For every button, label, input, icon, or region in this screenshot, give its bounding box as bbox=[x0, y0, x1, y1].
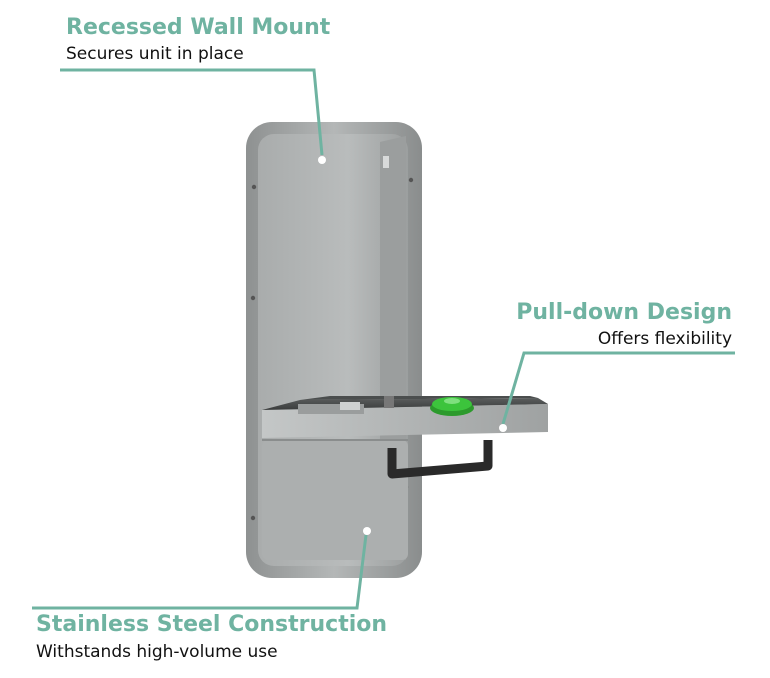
pulldown-leader-dot bbox=[499, 424, 507, 432]
callout-subtitle: Offers flexibility bbox=[597, 329, 732, 349]
callout-title: Pull-down Design bbox=[516, 300, 732, 325]
lower-door-panel bbox=[262, 439, 408, 560]
recessed-leader-dot bbox=[318, 156, 326, 164]
stainless-leader-line bbox=[32, 534, 368, 610]
callout-pull-down-design: Pull-down Design Offers flexibility bbox=[516, 302, 732, 348]
callout-title: Recessed Wall Mount bbox=[66, 15, 331, 40]
pull-down-tray bbox=[262, 396, 548, 479]
callout-recessed-wall-mount: Recessed Wall Mount Secures unit in plac… bbox=[66, 17, 330, 63]
callout-subtitle: Withstands high-volume use bbox=[36, 642, 278, 662]
pulldown-leader-line bbox=[501, 351, 735, 425]
callout-stainless-steel-construction: Stainless Steel Construction Withstands … bbox=[36, 614, 387, 661]
callout-subtitle: Secures unit in place bbox=[66, 44, 244, 64]
callout-lines bbox=[32, 68, 735, 610]
callout-title: Stainless Steel Construction bbox=[36, 612, 388, 637]
recessed-leader-line bbox=[60, 68, 324, 156]
stainless-leader-dot bbox=[363, 527, 371, 535]
